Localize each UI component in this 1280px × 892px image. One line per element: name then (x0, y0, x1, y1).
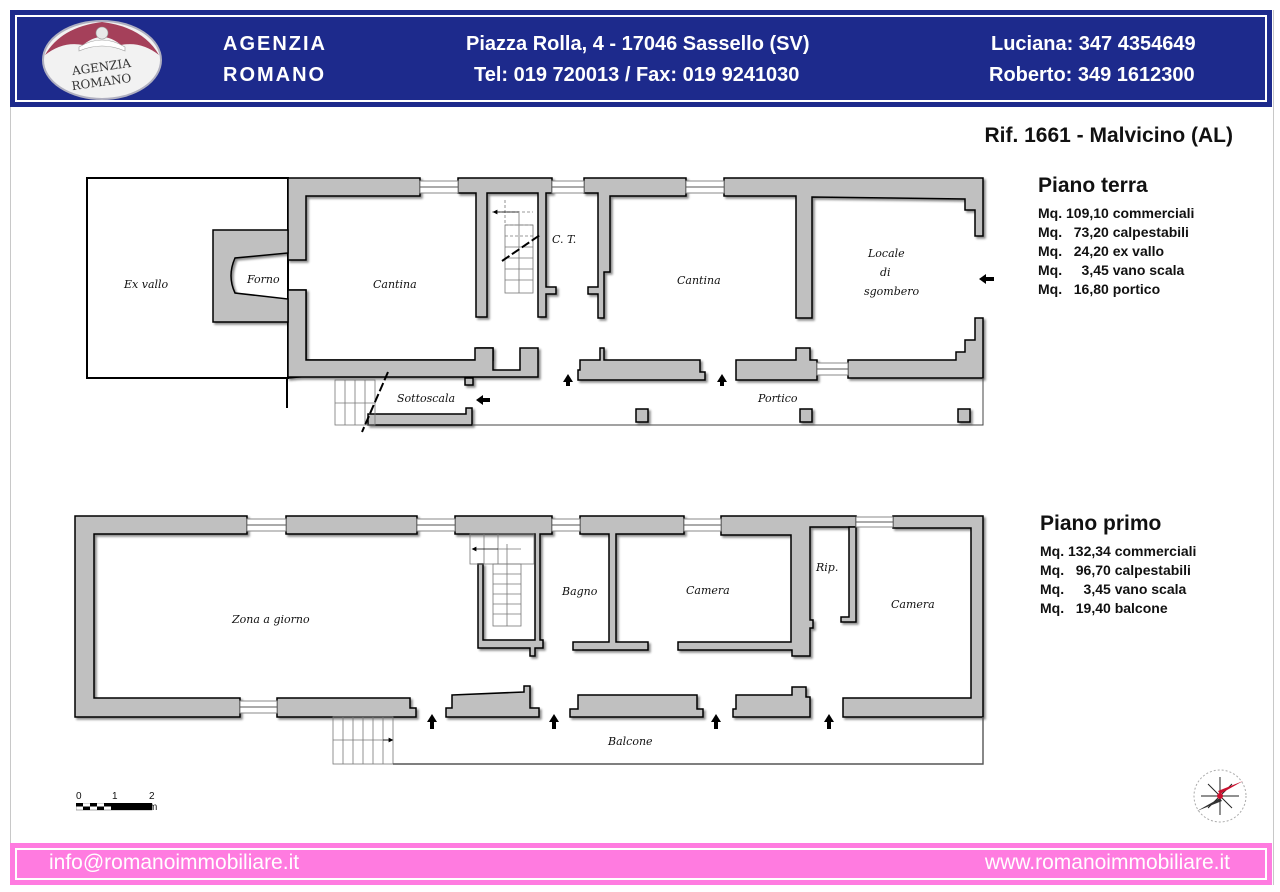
plan-piano-primo: Zona a giorno Bagno Camera Rip. Camera B… (74, 515, 984, 765)
footer-border (15, 848, 1267, 880)
header-banner (10, 10, 1272, 107)
header-border (15, 15, 1267, 102)
floor-title: Piano terra (1038, 174, 1148, 197)
area-row: Mq. 19,40 balcone (1040, 600, 1168, 616)
page-frame (10, 10, 1274, 885)
area-row: Mq. 109,10 commerciali (1038, 205, 1195, 221)
floor-title: Piano primo (1040, 512, 1162, 535)
svg-text:Cantina: Cantina (677, 274, 721, 287)
svg-text:Sottoscala: Sottoscala (397, 392, 455, 405)
svg-text:Forno: Forno (246, 273, 280, 286)
area-row: Mq. 96,70 calpestabili (1040, 562, 1191, 578)
svg-text:sgombero: sgombero (864, 285, 920, 298)
agency-phone-fax: Tel: 019 720013 / Fax: 019 9241030 (474, 64, 800, 86)
svg-text:Locale: Locale (867, 247, 905, 260)
agency-name-line2: ROMANO (223, 64, 327, 86)
svg-text:Bagno: Bagno (561, 585, 598, 598)
svg-text:Zona a giorno: Zona a giorno (231, 613, 310, 626)
scale-ruler-icon (76, 803, 153, 811)
agency-logo: AGENZIA ROMANO (42, 20, 162, 100)
area-row: Mq. 3,45 vano scala (1040, 581, 1187, 597)
svg-text:Portico: Portico (757, 392, 798, 405)
plan-piano-terra: Ex vallo Forno Cantina C. T. Cantina Loc… (86, 177, 994, 433)
svg-text:Ex vallo: Ex vallo (123, 278, 169, 291)
svg-text:Balcone: Balcone (607, 735, 653, 748)
website-link[interactable]: www.romanoimmobiliare.it (984, 851, 1230, 874)
svg-text:C. T.: C. T. (552, 233, 576, 246)
agency-name-line1: AGENZIA (223, 33, 327, 55)
svg-text:Rip.: Rip. (815, 561, 838, 574)
compass-rose-icon (1193, 769, 1247, 823)
email-link[interactable]: info@romanoimmobiliare.it (49, 851, 300, 874)
svg-text:di: di (880, 266, 891, 279)
area-row: Mq. 16,80 portico (1038, 281, 1161, 297)
property-reference: Rif. 1661 - Malvicino (AL) (984, 124, 1233, 147)
agency-address: Piazza Rolla, 4 - 17046 Sassello (SV) (466, 33, 810, 55)
contact-luciana[interactable]: Luciana: 347 4354649 (991, 33, 1196, 55)
legend-piano-primo: Piano primo Mq. 132,34 commerciali Mq. 9… (1040, 512, 1196, 618)
area-row: Mq. 24,20 ex vallo (1038, 243, 1165, 259)
area-row: Mq. 73,20 calpestabili (1038, 224, 1189, 240)
svg-text:Camera: Camera (686, 584, 730, 597)
area-row: Mq. 132,34 commerciali (1040, 543, 1197, 559)
svg-text:Cantina: Cantina (373, 278, 417, 291)
area-row: Mq. 3,45 vano scala (1038, 262, 1185, 278)
legend-piano-terra: Piano terra Mq. 109,10 commerciali Mq. 7… (1038, 174, 1194, 299)
svg-text:Camera: Camera (891, 598, 935, 611)
contact-roberto[interactable]: Roberto: 349 1612300 (989, 64, 1195, 86)
footer-banner: info@romanoimmobiliare.it www.romanoimmo… (10, 843, 1272, 885)
